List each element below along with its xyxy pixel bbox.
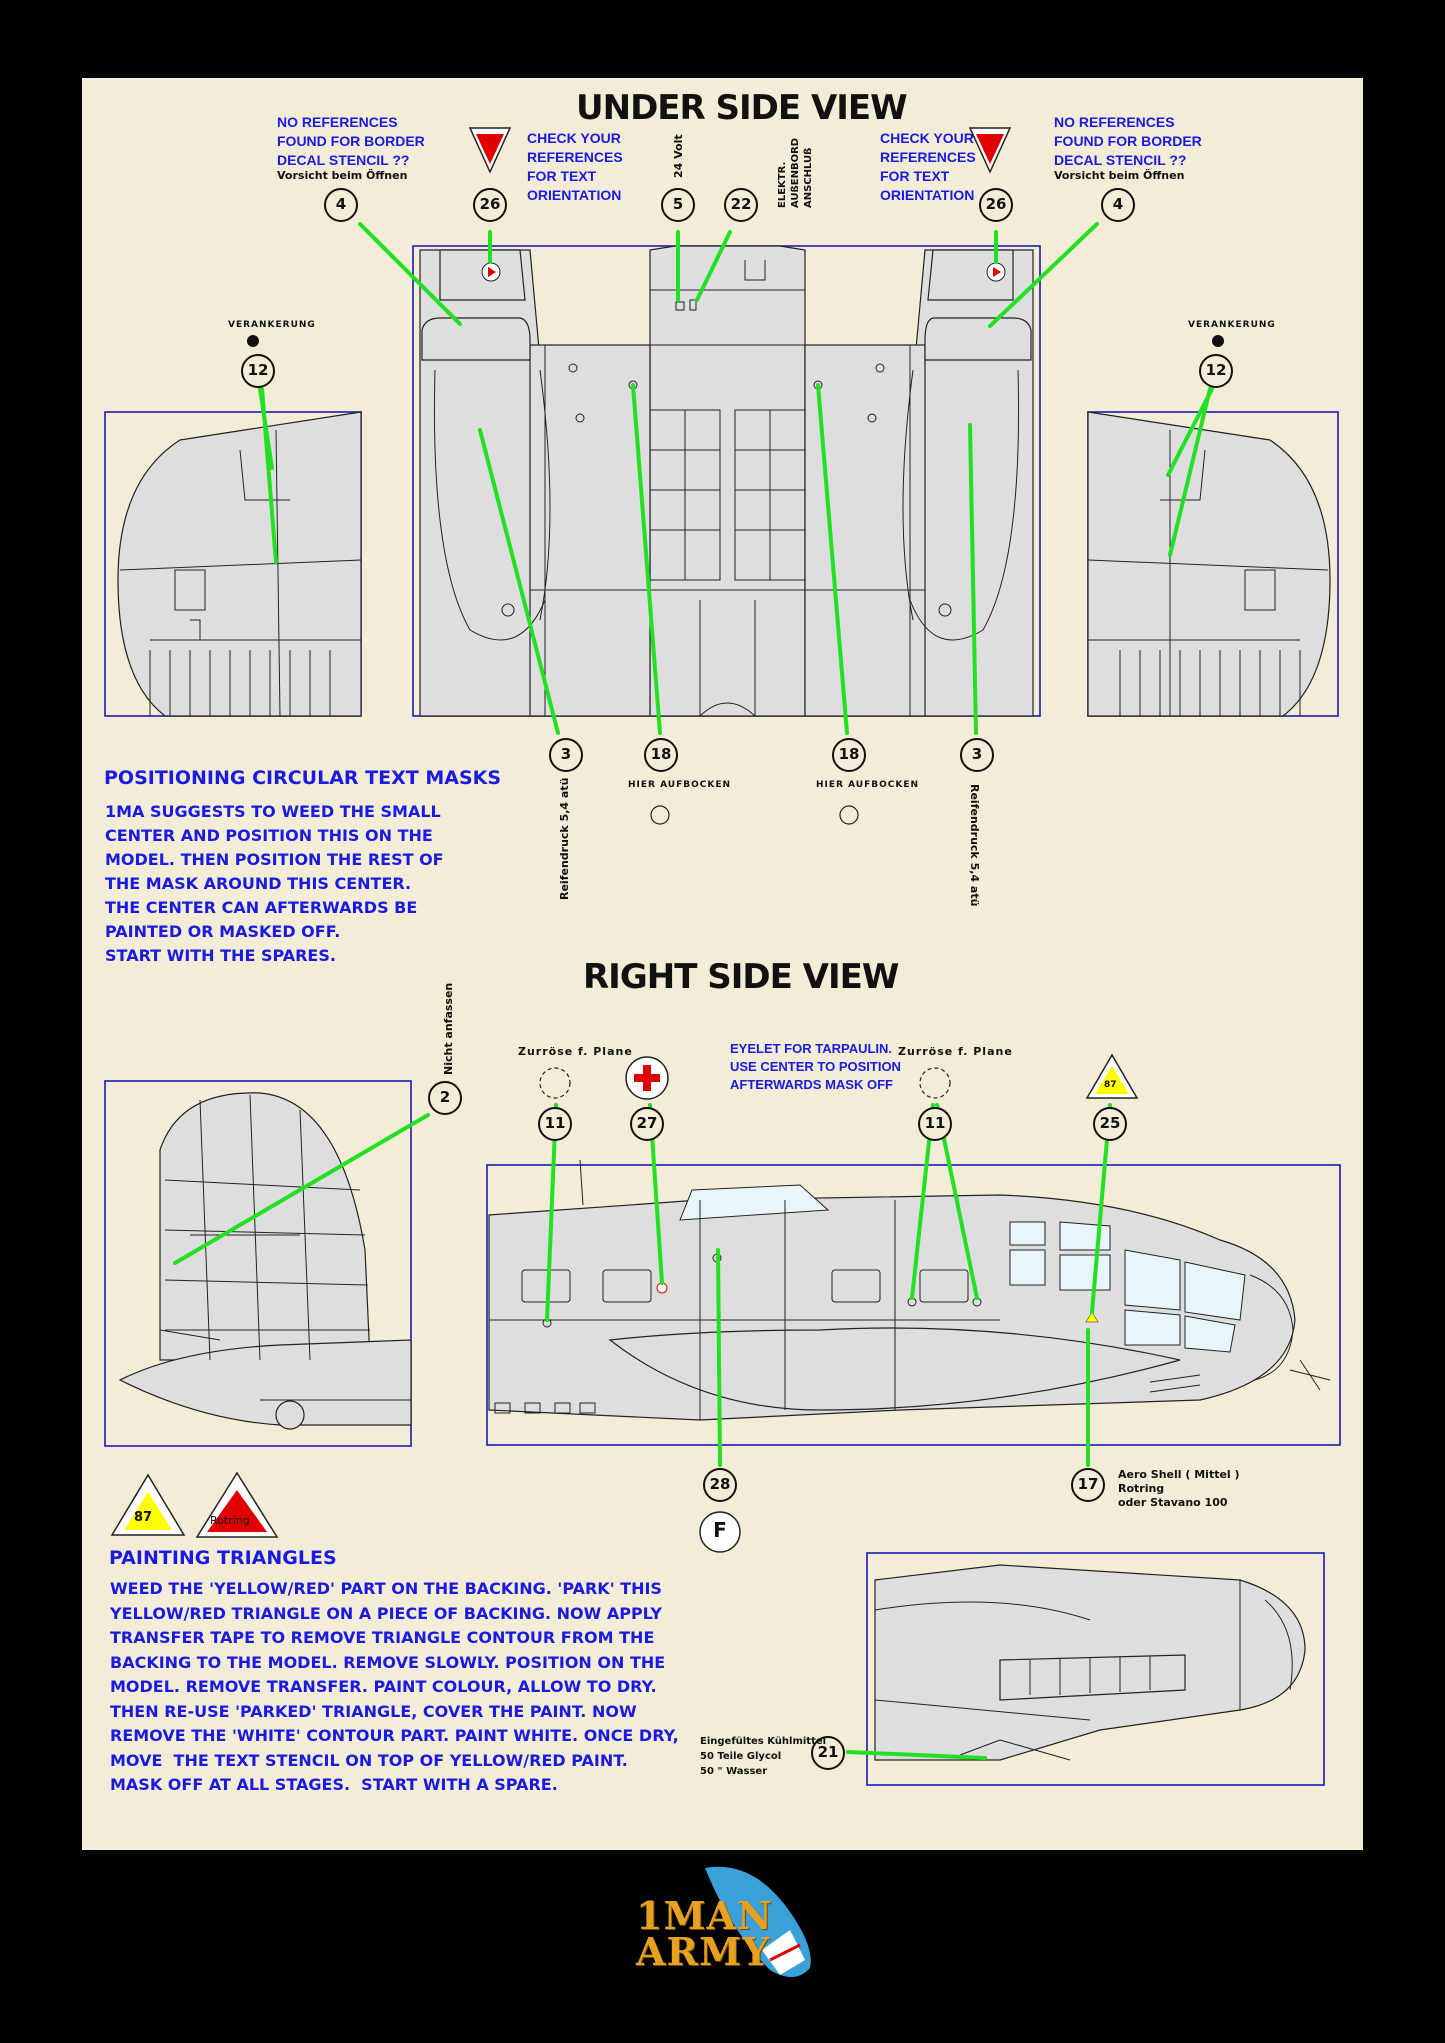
masks-instructions: 1MA SUGGESTS TO WEED THE SMALL CENTER AN…: [105, 802, 444, 965]
callout-11-right: 11: [918, 1107, 952, 1141]
callout-26-right: 26: [979, 188, 1013, 222]
underside-right-wingtip: [1087, 411, 1339, 717]
painting-triangles-icons: [110, 127, 1139, 1538]
nicht-anfassen-label: Nicht anfassen: [442, 982, 455, 1075]
check-references-note-right: CHECK YOUR REFERENCES FOR TEXT ORIENTATI…: [880, 130, 976, 203]
triangle-small-label: 87: [1104, 1080, 1117, 1090]
triangle-yellow-label: 87: [134, 1510, 153, 1525]
triangle-red-label: Rotring: [210, 1514, 250, 1527]
f-mark: F: [713, 1518, 727, 1542]
callout-25: 25: [1093, 1107, 1127, 1141]
border-stencil-note-left: NO REFERENCES FOUND FOR BORDER DECAL STE…: [277, 114, 425, 168]
underside-left-wingtip: [104, 411, 362, 717]
volt-label: 24 Volt: [672, 134, 685, 178]
callout-2: 2: [428, 1081, 462, 1115]
right-side-view-title: RIGHT SIDE VIEW: [583, 957, 899, 997]
callout-18-right: 18: [832, 738, 866, 772]
hier-aufbocken-label-left: HIER AUFBOCKEN: [628, 780, 732, 790]
verankerung-label-left: VERANKERUNG: [228, 320, 316, 330]
eyelet-tarpaulin-note: EYELET FOR TARPAULIN. USE CENTER TO POSI…: [730, 1041, 901, 1092]
callout-28: 28: [703, 1468, 737, 1502]
reifendruck-label-right: Reifendruck 5,4 atü: [968, 784, 981, 907]
triangles-heading: PAINTING TRIANGLES: [109, 1547, 337, 1569]
callout-4-right: 4: [1101, 188, 1135, 222]
vorsicht-label-right: Vorsicht beim Öffnen: [1054, 169, 1185, 182]
hier-aufbocken-label-right: HIER AUFBOCKEN: [816, 780, 920, 790]
1man-army-logo: 1MAN ARMY: [636, 1893, 773, 1974]
check-references-note-left: CHECK YOUR REFERENCES FOR TEXT ORIENTATI…: [527, 130, 623, 203]
callout-22: 22: [724, 188, 758, 222]
aero-shell-note: Aero Shell ( Mittel ) Rotring oder Stava…: [1118, 1468, 1240, 1509]
callout-26-left: 26: [473, 188, 507, 222]
callout-18-left: 18: [644, 738, 678, 772]
border-stencil-note-right: NO REFERENCES FOUND FOR BORDER DECAL STE…: [1054, 114, 1202, 168]
zurrose-label-left: Zurröse f. Plane: [518, 1045, 633, 1058]
callout-3-left: 3: [549, 738, 583, 772]
vorsicht-label-left: Vorsicht beim Öffnen: [277, 169, 408, 182]
callout-4-left: 4: [324, 188, 358, 222]
underside-view-title: UNDER SIDE VIEW: [576, 88, 908, 128]
callout-12-left: 12: [241, 354, 275, 388]
tail-side-view: [104, 1080, 412, 1447]
callout-3-right: 3: [960, 738, 994, 772]
callout-11-left: 11: [538, 1107, 572, 1141]
reifendruck-label-left: Reifendruck 5,4 atü: [558, 777, 571, 900]
circular-mask-marks: [247, 335, 1224, 1553]
kuhlmittel-note: Eingefültes Kühlmittel 50 Teile Glycol 5…: [700, 1736, 827, 1777]
triangles-instructions: WEED THE 'YELLOW/RED' PART ON THE BACKIN…: [110, 1579, 679, 1794]
masks-heading: POSITIONING CIRCULAR TEXT MASKS: [104, 767, 502, 789]
zurrose-label-right: Zurröse f. Plane: [898, 1045, 1013, 1058]
fuselage-side-view: [486, 1159, 1341, 1446]
callout-5: 5: [661, 188, 695, 222]
underside-view-drawing: [412, 245, 1041, 717]
callout-12-right: 12: [1199, 354, 1233, 388]
red-cross-icon: [625, 1056, 669, 1100]
1man-army-logo-art: [705, 1866, 811, 1978]
callout-21: 21: [811, 1736, 845, 1770]
callout-17: 17: [1071, 1468, 1105, 1502]
verankerung-label-right: VERANKERUNG: [1188, 320, 1276, 330]
callout-27: 27: [630, 1107, 664, 1141]
engine-nacelle-view: [866, 1552, 1325, 1786]
